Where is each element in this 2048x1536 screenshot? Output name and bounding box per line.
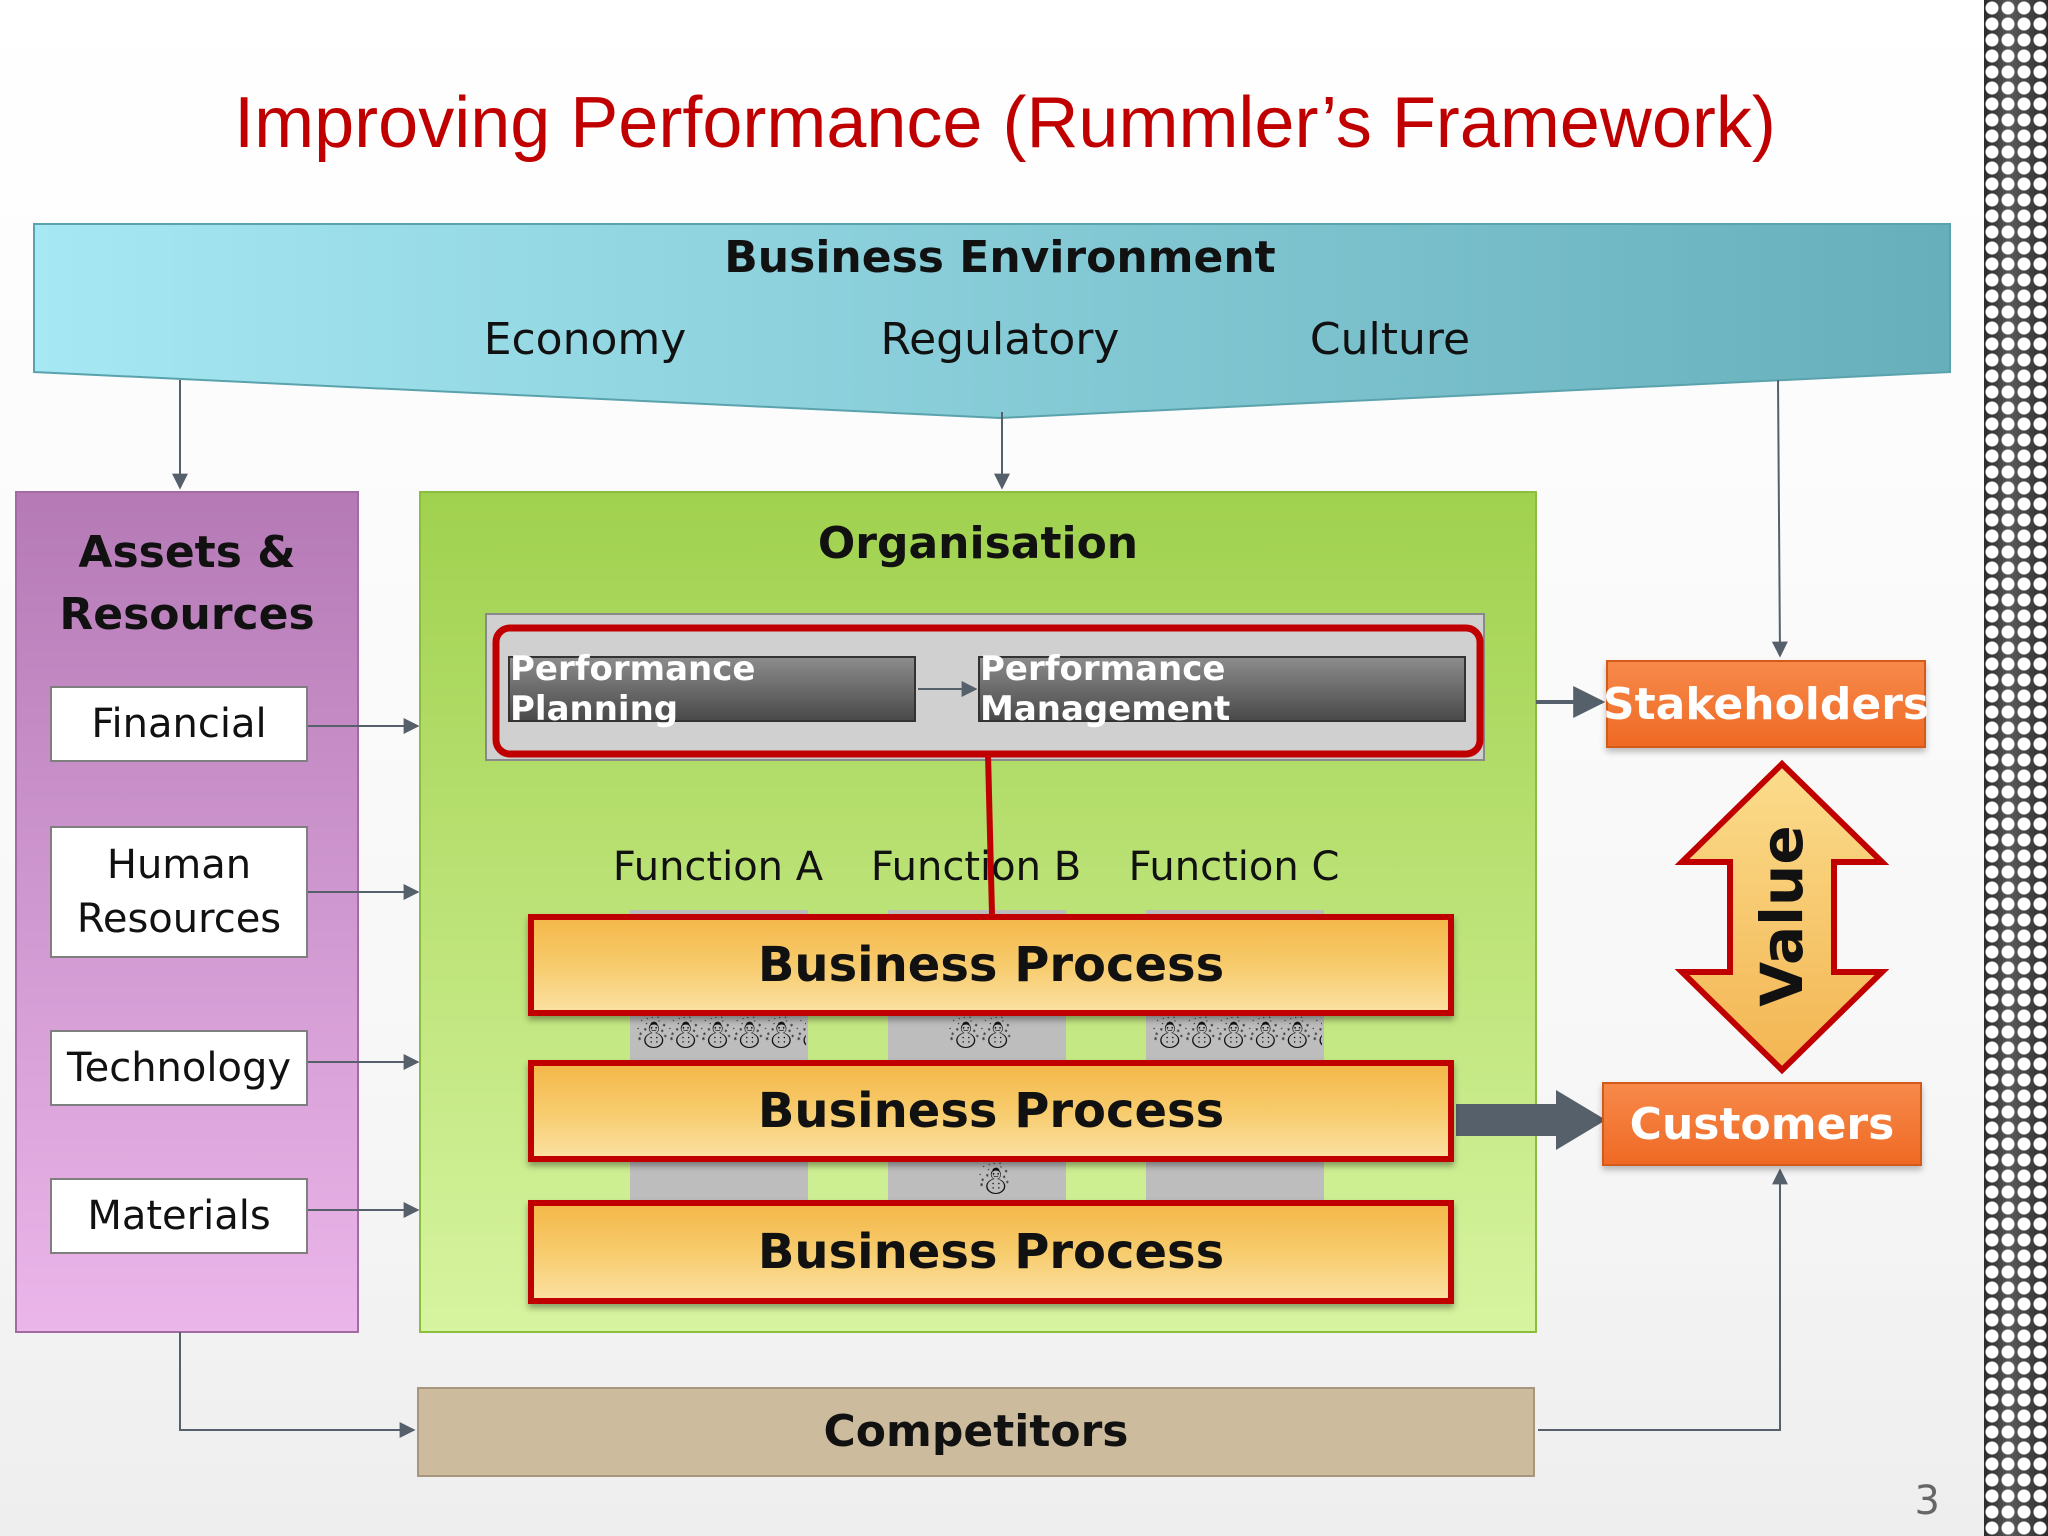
asset-human-line2: Resources [76,896,282,942]
business-process-3: Business Process [528,1200,1454,1304]
env-to-stakeholders-arrow [1771,379,1788,658]
customers-box: Customers [1602,1082,1922,1166]
asset-financial: Financial [50,686,308,762]
factor-culture: Culture [1309,314,1471,365]
assets-to-competitors-arrow [179,1332,416,1438]
competitors-label: Competitors [823,1406,1129,1457]
function-a-label: Function A [612,844,824,890]
organisation-title: Organisation [817,518,1139,569]
business-environment-title: Business Environment [724,232,1276,283]
highlight-connector [985,753,995,915]
decorative-side-strip [1984,0,2048,1536]
people-icon: ☃☃ [946,1013,1014,1057]
competitors-bar [417,1387,1535,1477]
performance-management-box: Performance Management [978,649,1466,729]
business-environment-shape [33,223,1951,420]
asset-human-resources: Human Resources [50,826,308,958]
business-process-2: Business Process [528,1060,1454,1162]
value-label: Value [1748,825,1816,1007]
asset-human-line1: Human [106,842,252,888]
factor-regulatory: Regulatory [880,314,1120,365]
business-process-1: Business Process [528,914,1454,1016]
competitors-to-customers-arrow [1538,1168,1788,1431]
performance-planning-box: Performance Planning [508,649,916,729]
assets-title: Assets & Resources [16,522,358,646]
stakeholders-box: Stakeholders [1603,660,1929,748]
assets-title-line2: Resources [59,589,315,640]
people-icon: ☃☃☃☃☃☃☃ [634,1013,806,1057]
page-title: Improving Performance (Rummler’s Framewo… [234,83,1776,163]
people-icon: ☃ [976,1159,1012,1200]
function-c-label: Function C [1128,844,1340,890]
asset-materials: Materials [50,1178,308,1254]
function-b-label: Function B [870,844,1082,890]
asset-technology: Technology [50,1030,308,1106]
people-icon: ☃☃☃☃☃☃☃ [1150,1013,1322,1057]
page-number: 3 [1914,1478,1940,1524]
assets-title-line1: Assets & [78,527,296,578]
factor-economy: Economy [483,314,687,365]
value-double-arrow [1674,759,1890,1075]
process-to-customers-arrow [1456,1090,1606,1150]
